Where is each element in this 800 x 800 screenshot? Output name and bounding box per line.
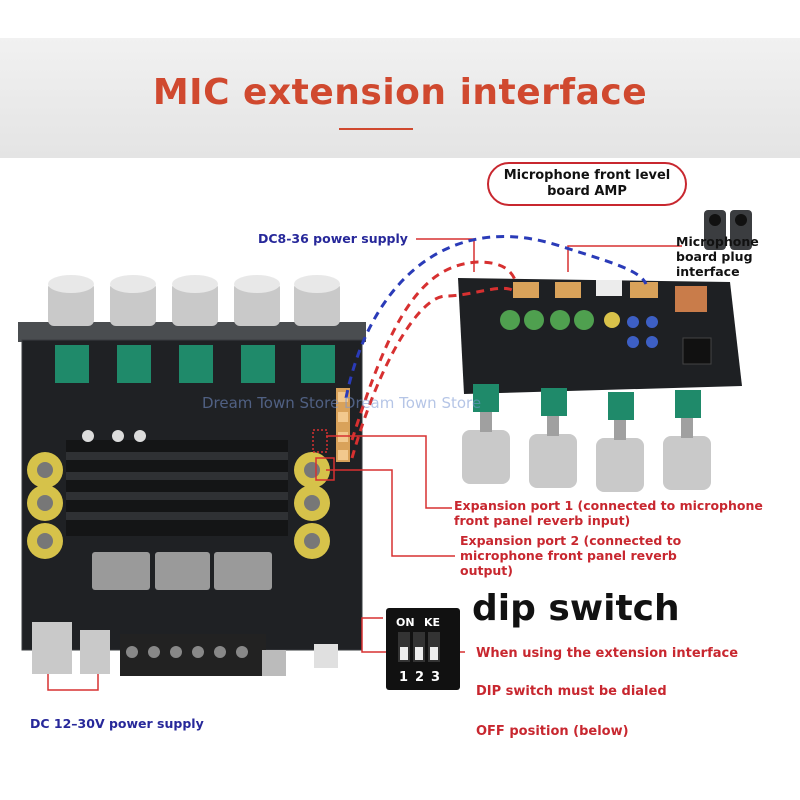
- dip-number-2: 2: [415, 670, 425, 685]
- speaker-terminal-block: [120, 634, 266, 676]
- preamp-potentiometers: [473, 384, 701, 420]
- expansion-port-2-line2: microphone front panel reverb: [460, 548, 677, 563]
- expansion-port-1-line2: front panel reverb input): [454, 513, 631, 528]
- dip-instruction-3: OFF position (below): [476, 724, 629, 739]
- expansion-port-1-label: Expansion port 1 (connected to microphon…: [454, 498, 763, 528]
- main-board-potentiometers: [55, 345, 335, 383]
- mic-preamp-board: [458, 210, 752, 492]
- dip-instruction-1: When using the extension interface: [476, 646, 739, 661]
- blue-dashed-wire: [344, 235, 648, 399]
- preamp-capacitors: [500, 310, 658, 348]
- dip-on-label: ON: [396, 616, 415, 629]
- dip-switch-graphic: [386, 608, 460, 690]
- dip-number-3: 3: [431, 670, 441, 685]
- title-underline: [339, 128, 413, 130]
- plug-interface-line2: board plug: [676, 249, 753, 264]
- expansion-port-2-line1: Expansion port 2 (connected to: [460, 533, 682, 548]
- heatsink: [66, 440, 288, 536]
- watermark: Dream Town Store Dream Town Store: [202, 394, 482, 412]
- header-banner: [0, 38, 800, 158]
- dc8-36-label: DC8-36 power supply: [258, 231, 408, 246]
- main-amplifier-board: [18, 275, 366, 691]
- dc-jack: [32, 622, 72, 674]
- dip-switch-title: dip switch: [472, 588, 680, 629]
- amp-board-label: Microphone front level board AMP: [503, 168, 671, 199]
- expansion-port-2-line3: output): [460, 563, 513, 578]
- page-title: MIC extension interface: [152, 72, 648, 113]
- preamp-knobs: [462, 412, 711, 492]
- expansion-port-1-line1: Expansion port 1 (connected to microphon…: [454, 498, 763, 513]
- mic-plug-jacks: [704, 210, 752, 250]
- inductors: [92, 552, 272, 590]
- amp-board-callout: Microphone front level board AMP: [487, 162, 687, 206]
- dip-number-1: 1: [399, 670, 409, 685]
- red-dashed-wire-1: [350, 260, 518, 441]
- preamp-connectors: [513, 280, 707, 312]
- dip-ke-label: KE: [424, 616, 441, 629]
- plug-interface-label: Microphone board plug interface: [676, 234, 759, 279]
- dip-instruction-2: DIP switch must be dialed: [476, 684, 667, 699]
- plug-interface-line1: Microphone: [676, 234, 759, 249]
- main-board-capacitors: [27, 430, 330, 559]
- expansion-port-2-label: Expansion port 2 (connected to microphon…: [460, 533, 681, 578]
- dc12-30-label: DC 12–30V power supply: [30, 716, 204, 731]
- expansion-connectors: [336, 388, 350, 462]
- audio-jack: [80, 630, 110, 674]
- main-board-knobs: [48, 275, 340, 326]
- plug-interface-line3: interface: [676, 264, 740, 279]
